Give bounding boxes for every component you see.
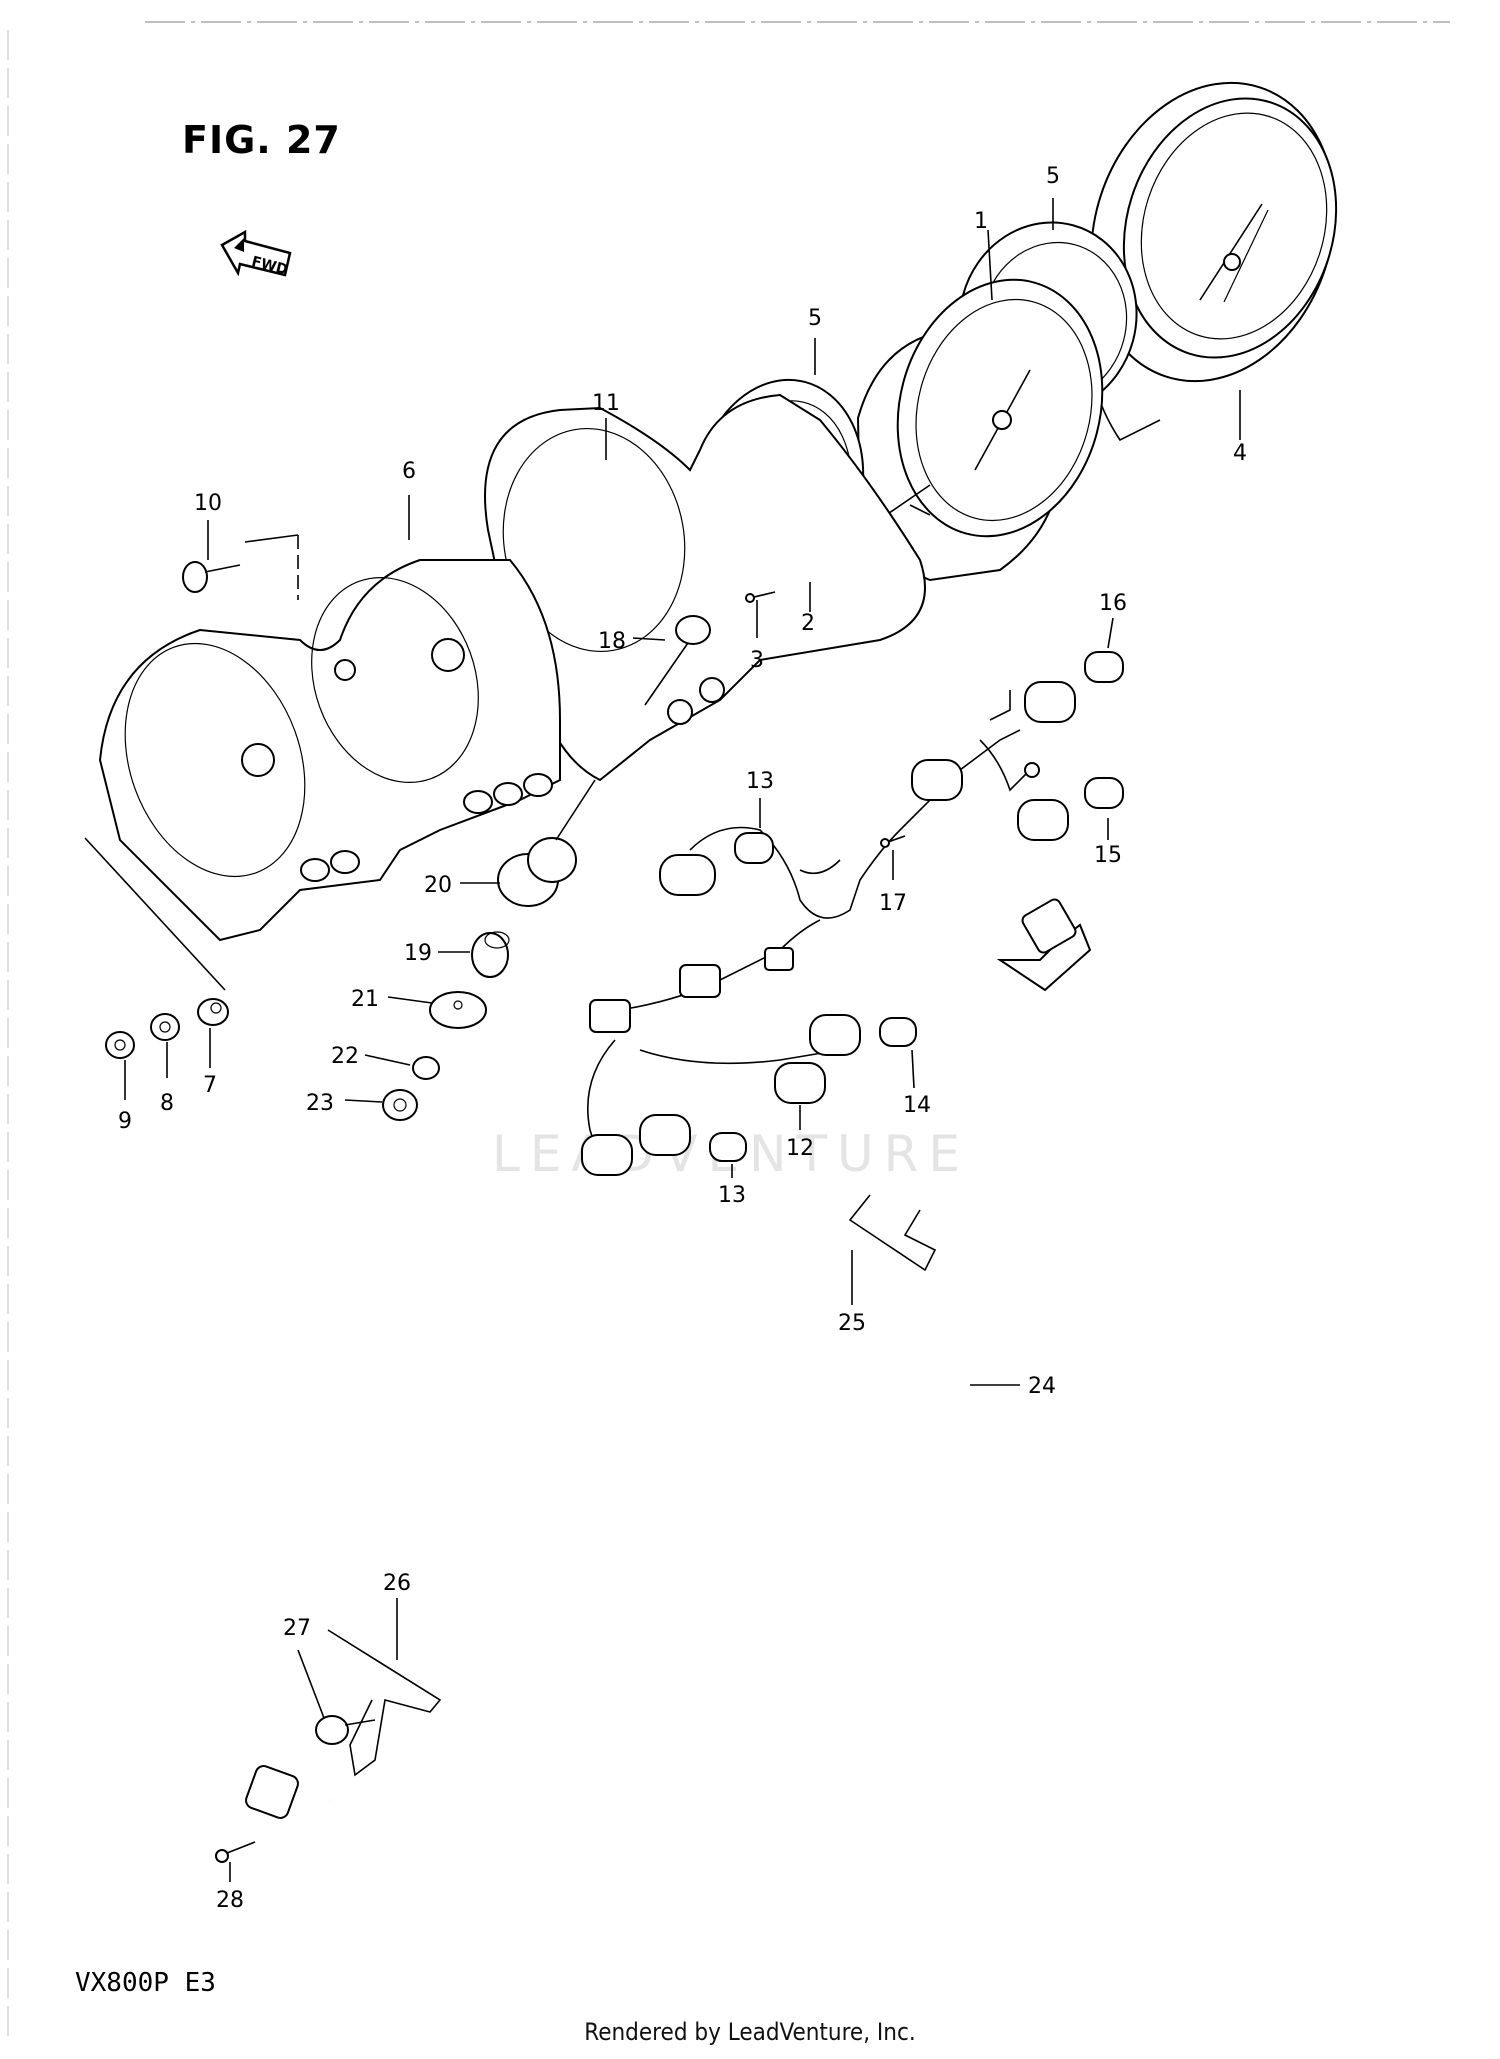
callout-4: 4	[1233, 441, 1247, 466]
part-17-screw	[880, 835, 906, 848]
callout-6: 6	[402, 459, 416, 484]
callout-12: 12	[786, 1136, 814, 1161]
callout-22: 22	[331, 1044, 359, 1069]
part-27-bolt	[315, 1715, 376, 1745]
part-11-meter-cover	[484, 393, 926, 782]
part-1-speedometer	[822, 278, 1104, 582]
callout-28: 28	[216, 1888, 244, 1913]
callout-16: 16	[1099, 591, 1127, 616]
callout-19: 19	[404, 941, 432, 966]
callout-15: 15	[1094, 843, 1122, 868]
upper-socket-harness	[659, 681, 1076, 919]
callout-11: 11	[592, 391, 620, 416]
part-28-screw	[215, 1849, 229, 1863]
callout-3: 3	[750, 648, 764, 673]
part-14-bulb	[879, 1017, 917, 1047]
part-19-collar	[471, 931, 510, 978]
callout-1: 1	[974, 209, 988, 234]
callout-8: 8	[160, 1091, 174, 1116]
figure-title: FIG. 27	[182, 118, 341, 162]
callout-25: 25	[838, 1311, 866, 1336]
callout-18: 18	[598, 629, 626, 654]
callout-23: 23	[306, 1091, 334, 1116]
part-25-clip	[848, 1194, 937, 1272]
callout-21: 21	[351, 987, 379, 1012]
callout-9: 9	[118, 1109, 132, 1134]
part-13-bulb-upper	[734, 832, 774, 864]
part-22-washer	[412, 1056, 440, 1080]
render-credit: Rendered by LeadVenture, Inc.	[584, 2018, 916, 2046]
part-12-socket-harness	[581, 919, 861, 1176]
part-8-washer	[150, 1013, 180, 1041]
part-10-bolt	[182, 561, 241, 593]
part-15-bulb	[1084, 777, 1124, 809]
part-3-screw	[745, 591, 776, 603]
part-24-speedometer-cable	[221, 898, 1092, 1856]
callout-26: 26	[383, 1571, 411, 1596]
callout-5-middle: 5	[808, 306, 822, 331]
part-6-meter-case	[84, 534, 561, 991]
part-4-tachometer	[1085, 81, 1338, 442]
callout-20: 20	[424, 873, 452, 898]
callout-14: 14	[903, 1093, 931, 1118]
callout-10: 10	[194, 491, 222, 516]
part-7-nut	[197, 998, 229, 1026]
part-20-grommet	[497, 779, 596, 907]
part-26-clamp	[327, 1629, 442, 1777]
callout-17: 17	[879, 891, 907, 916]
fwd-arrow-icon: FWD	[220, 229, 292, 278]
callout-labels: 1 2 3 4 5 5 6 7 8 9 10 11 12 13 13 14 15…	[118, 164, 1247, 1913]
part-13-bulb-lower	[709, 1132, 747, 1162]
callout-13-lower: 13	[718, 1183, 746, 1208]
callout-2: 2	[801, 611, 815, 636]
callout-27: 27	[283, 1616, 311, 1641]
part-16-bulb	[1084, 651, 1124, 683]
part-9-nut	[105, 1031, 135, 1059]
callout-7: 7	[203, 1073, 217, 1098]
part-21-cushion	[429, 991, 487, 1029]
callout-5-top: 5	[1046, 164, 1060, 189]
part-23-nut	[382, 1089, 418, 1121]
callout-13-upper: 13	[746, 769, 774, 794]
part-18-bolt	[644, 615, 711, 706]
model-code: VX800P E3	[75, 1968, 216, 1998]
callout-24: 24	[1028, 1374, 1056, 1399]
leader-lines	[124, 198, 1241, 1882]
